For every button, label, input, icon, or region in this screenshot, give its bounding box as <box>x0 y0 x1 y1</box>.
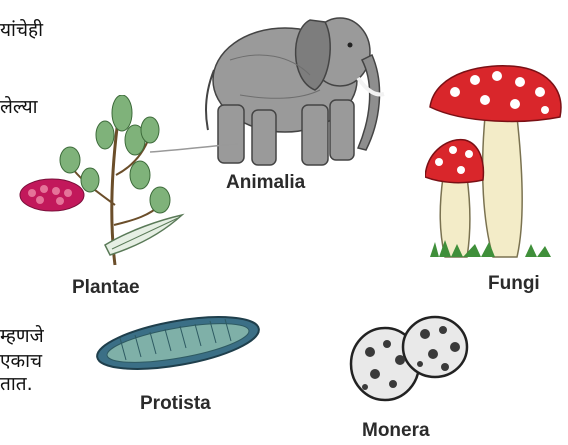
text-fragment-3: म्हणजे <box>0 322 44 348</box>
text-fragment-5: तात. <box>0 370 33 396</box>
plant-illustration <box>10 95 185 270</box>
protist-illustration <box>90 308 270 383</box>
bacteria-illustration <box>345 312 475 407</box>
plantae-label: Plantae <box>72 277 140 299</box>
monera-label: Monera <box>362 420 430 442</box>
mushroom-illustration <box>425 62 565 262</box>
protista-label: Protista <box>140 393 211 415</box>
animalia-label: Animalia <box>226 172 305 194</box>
fungi-label: Fungi <box>488 273 540 295</box>
text-fragment-1: यांचेही <box>0 16 43 42</box>
